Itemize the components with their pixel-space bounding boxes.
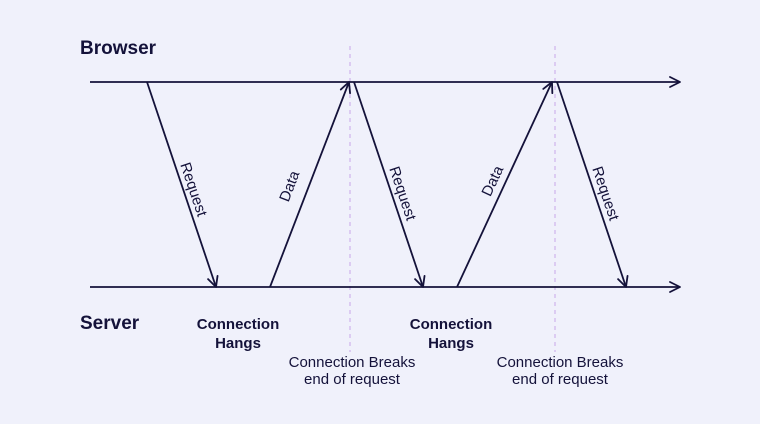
- request-arrow-2: [353, 81, 426, 288]
- data-arrow-2: [456, 81, 554, 288]
- connection-hangs-note-2-line1: Connection: [410, 316, 493, 333]
- connection-breaks-note-1-line2: end of request: [304, 371, 401, 388]
- data-label-2: Data: [479, 163, 508, 199]
- browser-label: Browser: [80, 38, 157, 59]
- connection-breaks-note-1-line1: Connection Breaks: [289, 354, 416, 371]
- data-label-1: Data: [276, 168, 303, 204]
- connection-hangs-note-2-line2: Hangs: [428, 335, 474, 352]
- connection-breaks-note-2-line2: end of request: [512, 371, 609, 388]
- request-label-1: Request: [176, 160, 210, 219]
- request-label-2: Request: [385, 164, 419, 223]
- server-label: Server: [80, 313, 140, 334]
- connection-breaks-note-2-line1: Connection Breaks: [497, 354, 624, 371]
- request-arrow-3: [556, 81, 629, 288]
- connection-hangs-note-1-line2: Hangs: [215, 335, 261, 352]
- connection-hangs-note-1-line1: Connection: [197, 316, 280, 333]
- request-arrow-1: [146, 81, 219, 288]
- request-label-3: Request: [588, 164, 622, 223]
- data-arrow-1: [269, 81, 351, 288]
